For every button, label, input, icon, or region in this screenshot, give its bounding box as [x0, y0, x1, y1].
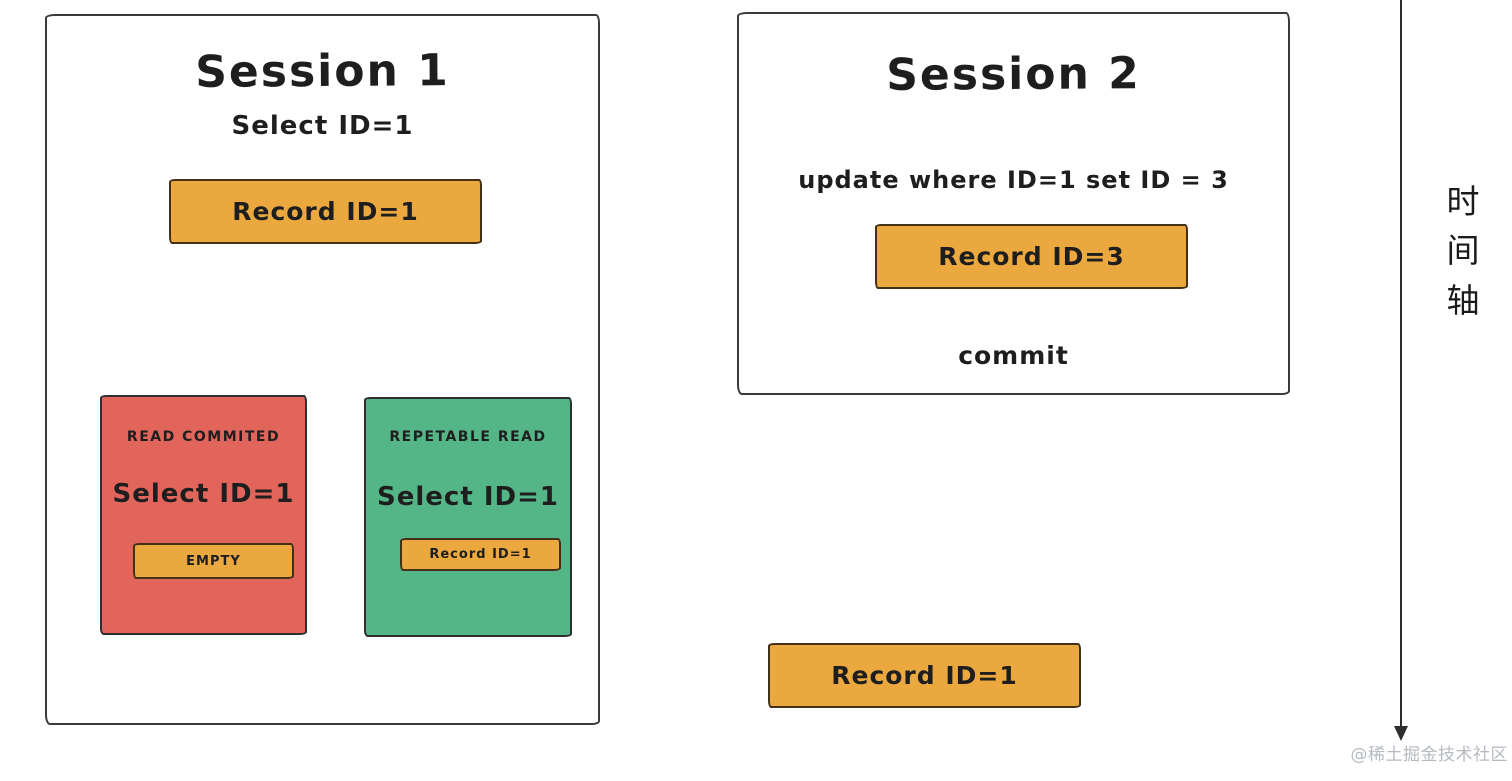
committed-record-box: Record ID=1 — [768, 643, 1081, 708]
timeline-label-char: 轴 — [1446, 281, 1480, 320]
repeatable-read-query: Select ID=1 — [377, 482, 559, 512]
session1-panel: Session 1 Select ID=1 Record ID=1 READ C… — [45, 14, 600, 725]
watermark: @稀土掘金技术社区 — [1350, 745, 1508, 765]
timeline-label-char: 间 — [1446, 231, 1480, 270]
timeline-axis — [1400, 0, 1402, 738]
read-committed-query: Select ID=1 — [112, 479, 295, 509]
session1-record-box: Record ID=1 — [169, 179, 482, 244]
session1-query: Select ID=1 — [231, 111, 414, 141]
session2-query: update where ID=1 set ID = 3 — [798, 166, 1229, 194]
session1-title: Session 1 — [195, 45, 450, 98]
session2-record-box: Record ID=3 — [875, 224, 1188, 289]
read-committed-panel: READ COMMITED Select ID=1 EMPTY — [100, 395, 307, 635]
repeatable-read-label: REPETABLE READ — [389, 429, 547, 445]
arrow-down-icon — [1394, 726, 1408, 741]
timeline-label-char: 时 — [1446, 182, 1480, 221]
read-committed-result-box: EMPTY — [133, 543, 294, 579]
repeatable-read-panel: REPETABLE READ Select ID=1 Record ID=1 — [364, 397, 572, 637]
session2-panel: Session 2 update where ID=1 set ID = 3 R… — [737, 12, 1290, 395]
repeatable-read-result-box: Record ID=1 — [400, 538, 561, 571]
session2-commit-label: commit — [958, 341, 1069, 370]
read-committed-label: READ COMMITED — [126, 429, 281, 445]
session2-title: Session 2 — [886, 48, 1141, 101]
